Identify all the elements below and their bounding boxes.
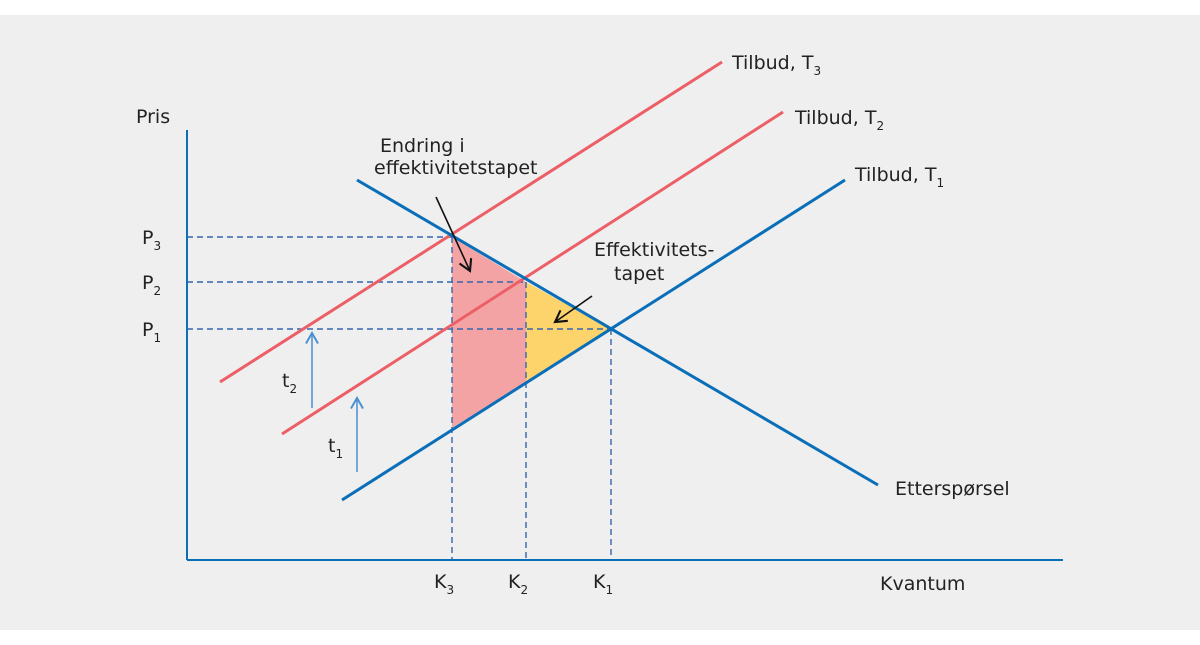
tax-t1-label: t1 <box>328 435 343 461</box>
quantity-k3-label: K3 <box>434 571 454 597</box>
supply-t1-label: Tilbud, T1 <box>854 164 944 190</box>
tax-t2-label: t2 <box>282 370 297 396</box>
price-p3-label: P3 <box>142 227 161 253</box>
x-axis-label: Kvantum <box>880 573 965 595</box>
supply-t3-line <box>219 60 723 384</box>
loss-annotation-line1: Effektivitets- <box>594 239 714 261</box>
change-annotation-line2: effektivitetstapet <box>374 157 538 179</box>
demand-line <box>356 178 879 487</box>
quantity-k2-label: K2 <box>508 571 528 597</box>
loss-annotation-line2: tapet <box>614 263 664 285</box>
price-p1-label: P1 <box>142 319 161 345</box>
change-in-deadweight-loss-area <box>452 237 526 428</box>
quantity-k1-label: K1 <box>593 571 613 597</box>
change-annotation-line1: Endring i <box>380 135 465 157</box>
supply-t1-line <box>341 178 846 502</box>
deadweight-loss-area <box>526 282 611 382</box>
supply-t2-label: Tilbud, T2 <box>794 107 884 133</box>
loss-annotation-arrow <box>553 295 593 324</box>
supply-t2-line <box>281 110 784 436</box>
y-axis-label: Pris <box>136 106 170 128</box>
change-annotation-arrow <box>435 196 473 273</box>
price-p2-label: P2 <box>142 272 161 298</box>
demand-label: Etterspørsel <box>895 478 1010 500</box>
supply-t3-label: Tilbud, T3 <box>731 52 821 78</box>
